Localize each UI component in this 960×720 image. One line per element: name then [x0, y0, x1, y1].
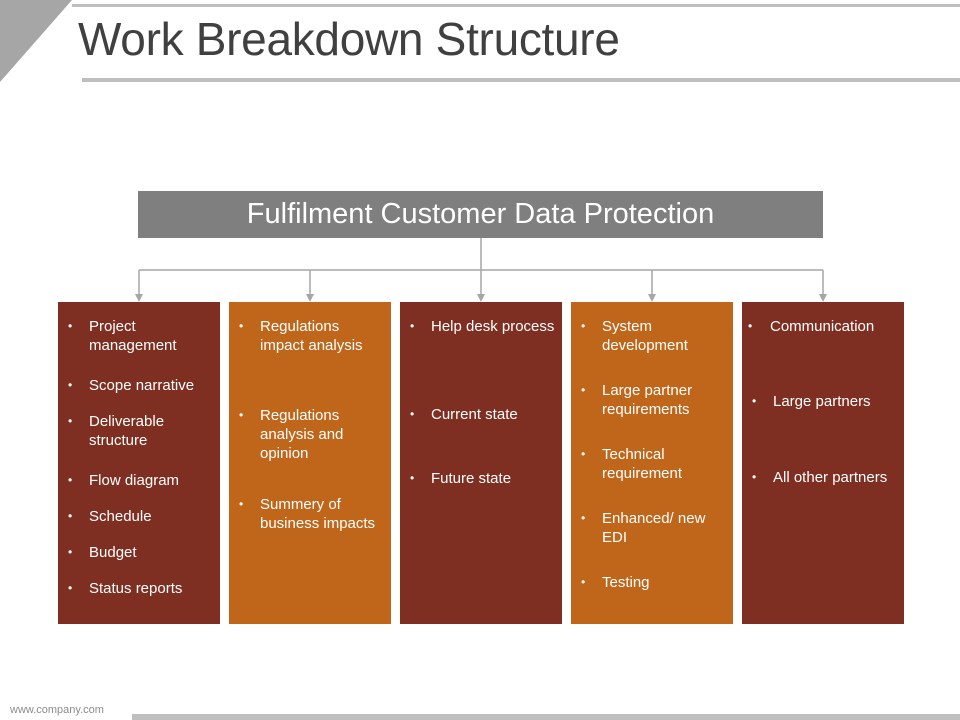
footer-url: www.company.com	[10, 704, 104, 716]
list-item: •Communication	[748, 318, 875, 335]
bullet-icon: •	[752, 394, 757, 408]
bullet-icon: •	[581, 575, 586, 589]
root-node: Fulfilment Customer Data Protection	[138, 191, 823, 238]
list-item: •Enhanced/ new EDI	[581, 510, 706, 546]
bullet-icon: •	[68, 414, 73, 428]
header-divider-top	[72, 4, 960, 7]
bullet-icon: •	[581, 447, 586, 461]
branch-column-3: •Help desk process •Current state •Futur…	[400, 302, 562, 624]
list-item: •Regulations analysis and opinion	[239, 407, 344, 462]
list-item: •All other partners	[752, 469, 888, 486]
list-item: •Large partner requirements	[581, 382, 693, 418]
branch-column-4: •System development •Large partner requi…	[571, 302, 733, 624]
list-item: •Current state	[410, 406, 518, 423]
bullet-icon: •	[239, 408, 244, 422]
bullet-icon: •	[581, 383, 586, 397]
list-item: •Schedule	[68, 508, 152, 525]
bullet-icon: •	[581, 319, 586, 333]
list-item: •Technical requirement	[581, 446, 683, 482]
bullet-icon: •	[68, 545, 73, 559]
bullet-icon: •	[239, 319, 244, 333]
footer-divider	[132, 714, 960, 720]
list-item: •Flow diagram	[68, 472, 180, 489]
list-item: •Regulations impact analysis	[239, 318, 363, 354]
list-item: •Status reports	[68, 580, 183, 597]
list-item: •Testing	[581, 574, 650, 591]
bullet-icon: •	[410, 319, 415, 333]
list-item: •Project management	[68, 318, 177, 354]
corner-decoration	[0, 0, 72, 82]
list-item: •System development	[581, 318, 688, 354]
bullet-icon: •	[68, 319, 73, 333]
list-item: •Large partners	[752, 393, 871, 410]
bullet-icon: •	[748, 319, 753, 333]
list-item: •Deliverable structure	[68, 413, 165, 449]
branch-column-1: •Project management •Scope narrative •De…	[58, 302, 220, 624]
list-item: •Help desk process	[410, 318, 555, 335]
list-item: •Summery of business impacts	[239, 496, 376, 532]
branch-column-2: •Regulations impact analysis •Regulation…	[229, 302, 391, 624]
bullet-icon: •	[68, 473, 73, 487]
bullet-icon: •	[239, 497, 244, 511]
header-divider-bottom	[82, 78, 960, 82]
list-item: •Budget	[68, 544, 137, 561]
bullet-icon: •	[68, 509, 73, 523]
list-item: •Scope narrative	[68, 377, 195, 394]
bullet-icon: •	[752, 470, 757, 484]
page-title: Work Breakdown Structure	[78, 13, 620, 65]
bullet-icon: •	[68, 581, 73, 595]
bullet-icon: •	[410, 471, 415, 485]
bullet-icon: •	[410, 407, 415, 421]
branch-column-5: •Communication •Large partners •All othe…	[742, 302, 904, 624]
list-item: •Future state	[410, 470, 512, 487]
bullet-icon: •	[68, 378, 73, 392]
bullet-icon: •	[581, 511, 586, 525]
root-node-label: Fulfilment Customer Data Protection	[246, 198, 715, 230]
